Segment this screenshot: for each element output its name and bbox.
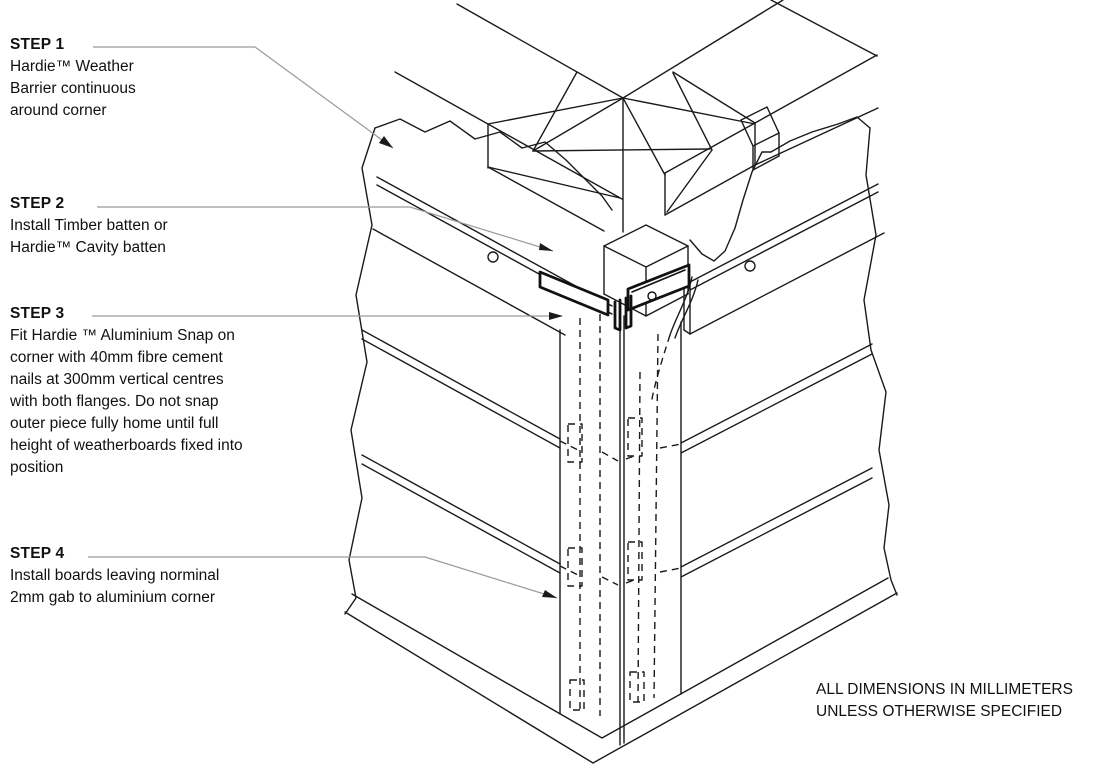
step3-line: with both flanges. Do not snap	[10, 393, 219, 410]
leader-arrowheads	[379, 136, 563, 598]
nail-hole-right	[744, 260, 756, 272]
weather-barrier	[344, 116, 898, 615]
step1-line: around corner	[10, 102, 107, 119]
dimensions-note-line: UNLESS OTHERWISE SPECIFIED	[816, 703, 1063, 720]
step1-annotation: STEP 1 Hardie™ Weather Barrier continuou…	[10, 34, 136, 122]
step4-title: STEP 4	[10, 545, 65, 562]
snap-outer-piece-hidden	[559, 314, 682, 716]
step3-annotation: STEP 3 Fit Hardie ™ Aluminium Snap on co…	[10, 303, 243, 479]
step2-annotation: STEP 2 Install Timber batten or Hardie™ …	[10, 193, 168, 259]
step1-leader	[93, 46, 394, 149]
step2-line: Hardie™ Cavity batten	[10, 239, 166, 256]
step3-line: position	[10, 459, 64, 476]
step3-line: Fit Hardie ™ Aluminium Snap on	[10, 327, 235, 344]
step3-line: outer piece fully home until full	[10, 415, 219, 432]
step2-title: STEP 2	[10, 195, 65, 212]
step1-line: Hardie™ Weather	[10, 58, 134, 75]
weatherboards	[344, 315, 898, 764]
step4-arrow-icon	[542, 590, 557, 598]
step3-arrow-icon	[549, 312, 563, 320]
aluminium-snap-corner-base	[538, 263, 691, 332]
leader-lines	[88, 46, 558, 599]
step3-line: height of weatherboards fixed into	[10, 437, 243, 454]
step1-line: Barrier continuous	[10, 80, 136, 97]
step1-title: STEP 1	[10, 36, 65, 53]
step3-line: nails at 300mm vertical centres	[10, 371, 224, 388]
step4-line: 2mm gab to aluminium corner	[10, 589, 216, 606]
step2-line: Install Timber batten or	[10, 217, 168, 234]
wall-framing	[394, 0, 879, 317]
step4-leader	[88, 556, 558, 599]
step3-line: corner with 40mm fibre cement	[10, 349, 223, 366]
dimensions-note: ALL DIMENSIONS IN MILLIMETERS UNLESS OTH…	[816, 679, 1073, 723]
dimensions-note-line: ALL DIMENSIONS IN MILLIMETERS	[816, 681, 1073, 698]
step4-annotation: STEP 4 Install boards leaving norminal 2…	[10, 543, 219, 609]
step4-line: Install boards leaving norminal	[10, 567, 220, 584]
nail-hole-snap	[647, 291, 657, 301]
step2-arrow-icon	[539, 243, 553, 251]
nail-hole-left	[487, 251, 499, 263]
step3-title: STEP 3	[10, 305, 65, 322]
step2-leader	[97, 206, 554, 252]
step1-arrow-icon	[379, 136, 393, 148]
